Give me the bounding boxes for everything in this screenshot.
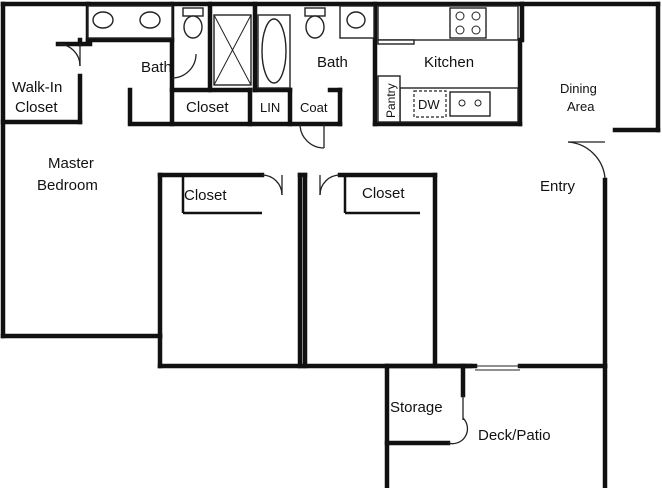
doors xyxy=(57,43,606,445)
dishwasher-label: DW xyxy=(418,97,440,112)
closet-left-label: Closet xyxy=(184,187,227,204)
deck-patio-label: Deck/Patio xyxy=(478,427,551,444)
hall-bath-label: Bath xyxy=(317,54,348,71)
walk-in-closet-label-2: Closet xyxy=(15,99,58,116)
dining-label-2: Area xyxy=(567,99,595,114)
hall-toilet xyxy=(304,7,326,39)
shower-stall xyxy=(213,14,252,86)
closet-right-label: Closet xyxy=(362,185,405,202)
pantry-label: Pantry xyxy=(384,83,398,118)
kitchen-label: Kitchen xyxy=(424,54,474,71)
hall-bath-sink xyxy=(339,5,375,39)
dining-label-1: Dining xyxy=(560,81,597,96)
coat-label: Coat xyxy=(300,100,328,115)
walk-in-closet-label-1: Walk-In xyxy=(12,79,62,96)
master-bath-sinks xyxy=(87,5,173,39)
master-bath-label: Bath xyxy=(141,59,172,76)
master-closet-label: Closet xyxy=(186,99,229,116)
kitchen-counters xyxy=(377,5,519,123)
master-toilet xyxy=(182,7,204,39)
master-bedroom-label-2: Bedroom xyxy=(37,177,98,194)
linen-label: LIN xyxy=(260,100,280,115)
pantry-cabinet xyxy=(377,75,401,123)
entry-label: Entry xyxy=(540,178,576,195)
dishwasher-outline xyxy=(413,90,447,118)
storage-label: Storage xyxy=(390,399,443,416)
master-bedroom-label-1: Master xyxy=(48,155,94,172)
bathtub xyxy=(257,14,291,89)
